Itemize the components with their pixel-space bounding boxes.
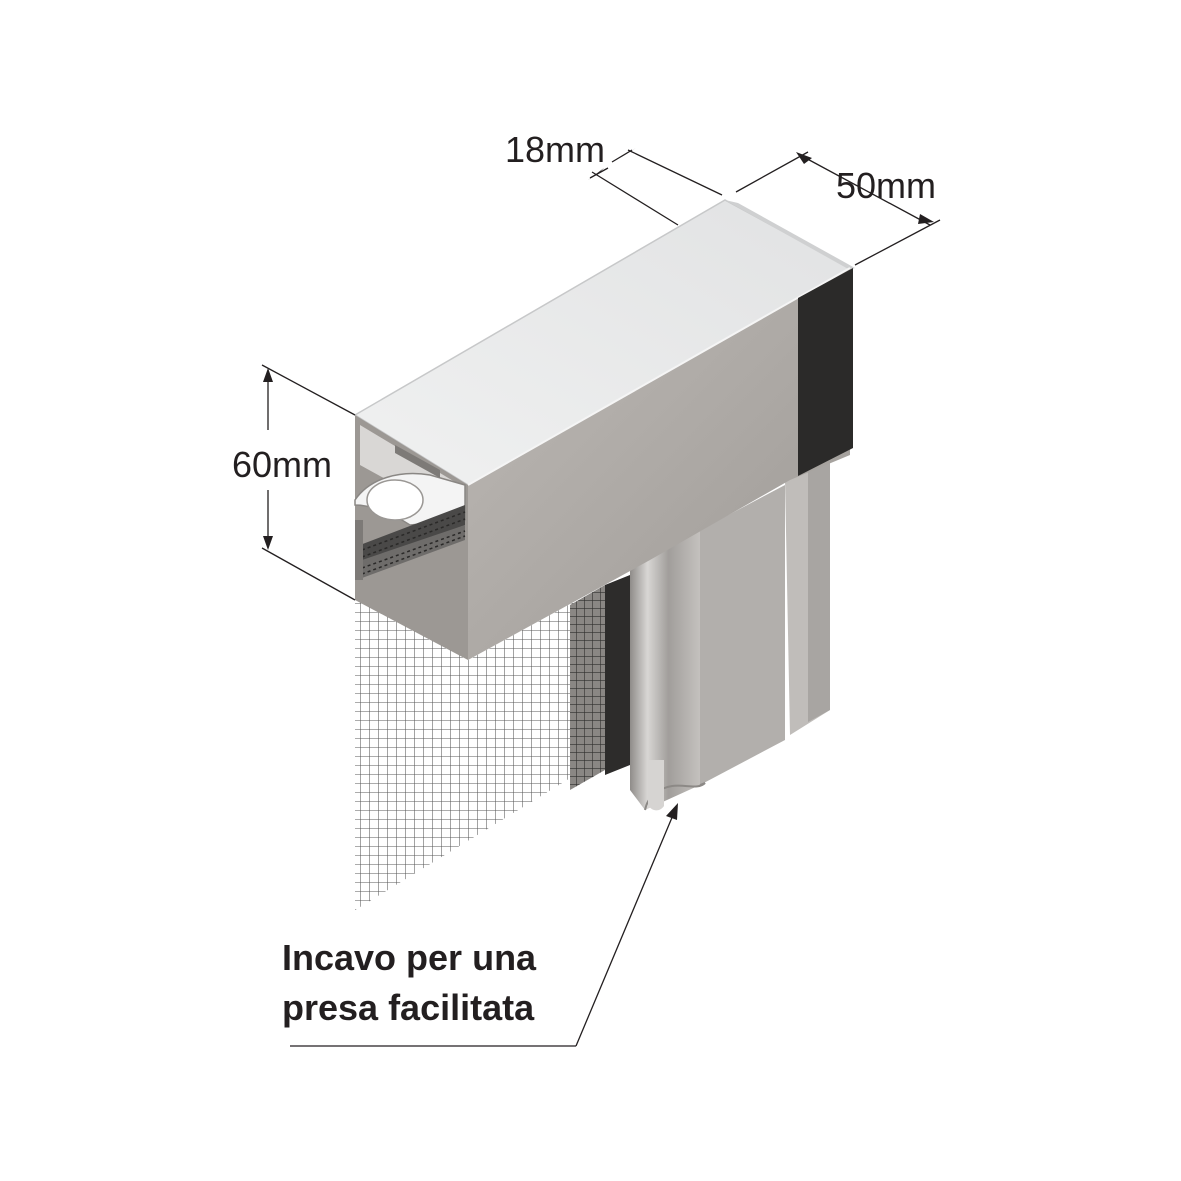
height-label: 60mm — [232, 444, 332, 485]
dimension-width: 50mm — [735, 151, 941, 266]
width-label: 50mm — [836, 165, 936, 206]
dimension-height: 60mm — [232, 364, 356, 601]
callout-line-2: presa facilitata — [282, 987, 535, 1028]
callout-line-1: Incavo per una — [282, 937, 537, 978]
depth-label: 18mm — [505, 129, 605, 170]
side-rail — [605, 460, 830, 811]
end-cap — [798, 268, 853, 476]
top-profile — [353, 199, 855, 660]
profile-cross-section — [354, 415, 468, 660]
dimension-depth: 18mm — [505, 129, 723, 226]
grip-callout: Incavo per una presa facilitata — [282, 803, 678, 1047]
grip-recess — [644, 760, 706, 811]
front-face — [468, 268, 850, 660]
